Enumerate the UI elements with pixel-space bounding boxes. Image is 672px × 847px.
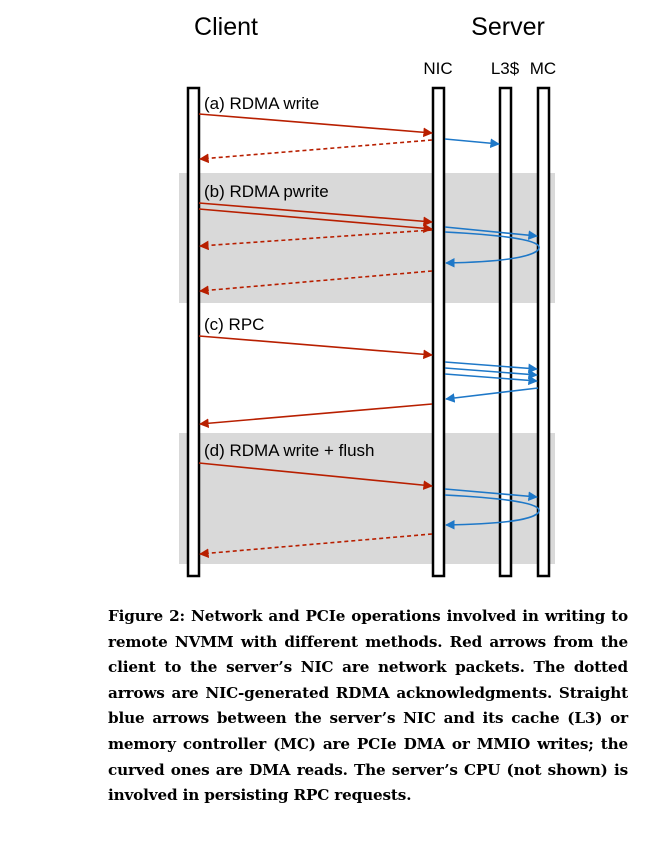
pcie-write-arrow [444, 488, 538, 502]
sequence-diagram: Client Server NIC L3$ MC (a) RDMA write … [179, 13, 556, 578]
rdma-ack-arrow [199, 229, 433, 251]
network-packet-arrow [198, 335, 433, 360]
network-packet-arrow [199, 403, 433, 429]
l3-lifeline [498, 86, 513, 578]
nic-lifeline [431, 86, 446, 578]
l3-column-label: L3$ [491, 59, 520, 78]
section-label-d: (d) RDMA write + flush [204, 441, 375, 460]
section-label-a: (a) RDMA write [204, 94, 319, 113]
rdma-ack-arrow [199, 533, 433, 559]
pcie-write-arrow [444, 361, 538, 374]
pcie-write-arrow [444, 226, 538, 240]
rdma-ack-arrow [199, 270, 433, 296]
figure-caption: Figure 2: Network and PCIe operations in… [108, 607, 628, 805]
pcie-write-arrow [445, 387, 539, 403]
server-header: Server [471, 13, 545, 41]
pcie-write-arrow [444, 138, 500, 148]
mc-column-label: MC [530, 59, 556, 78]
client-lifeline [186, 86, 201, 578]
rdma-ack-arrow [199, 139, 433, 164]
dma-read-arrow [444, 231, 540, 268]
mc-lifeline [536, 86, 551, 578]
network-packet-arrow [198, 462, 433, 490]
network-packet-arrow [198, 202, 433, 227]
client-header: Client [194, 13, 258, 41]
network-packet-arrow [198, 208, 433, 234]
pcie-write-arrow [444, 367, 538, 380]
pcie-write-arrow [444, 373, 538, 386]
network-packet-arrow [198, 113, 433, 138]
section-label-b: (b) RDMA pwrite [204, 182, 329, 201]
section-b-background [179, 173, 555, 303]
section-label-c: (c) RPC [204, 315, 264, 334]
dma-read-arrow [444, 494, 540, 530]
nic-column-label: NIC [423, 59, 452, 78]
